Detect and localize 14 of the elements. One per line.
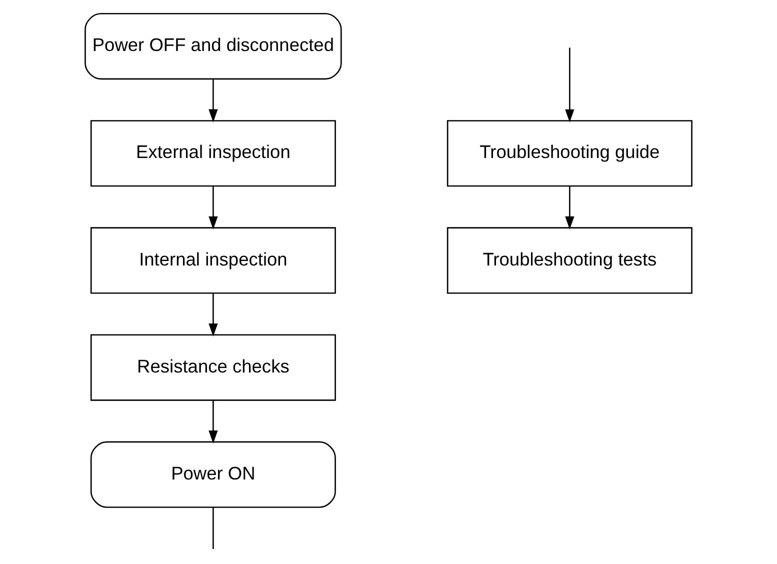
arrow	[208, 400, 218, 444]
node-box: Power OFF and disconnected	[84, 13, 342, 80]
arrow	[565, 48, 574, 122]
node-box: Troubleshooting tests	[446, 227, 692, 294]
connector	[212, 507, 214, 549]
node-box: External inspection	[90, 120, 336, 187]
node-box: Power ON	[90, 441, 336, 508]
node-box: Troubleshooting guide	[446, 120, 692, 187]
node-box: Internal inspection	[90, 227, 336, 294]
arrow	[208, 293, 218, 337]
arrow	[208, 186, 218, 230]
arrow	[208, 78, 218, 122]
node-box: Resistance checks	[90, 334, 336, 401]
arrow	[565, 186, 574, 230]
